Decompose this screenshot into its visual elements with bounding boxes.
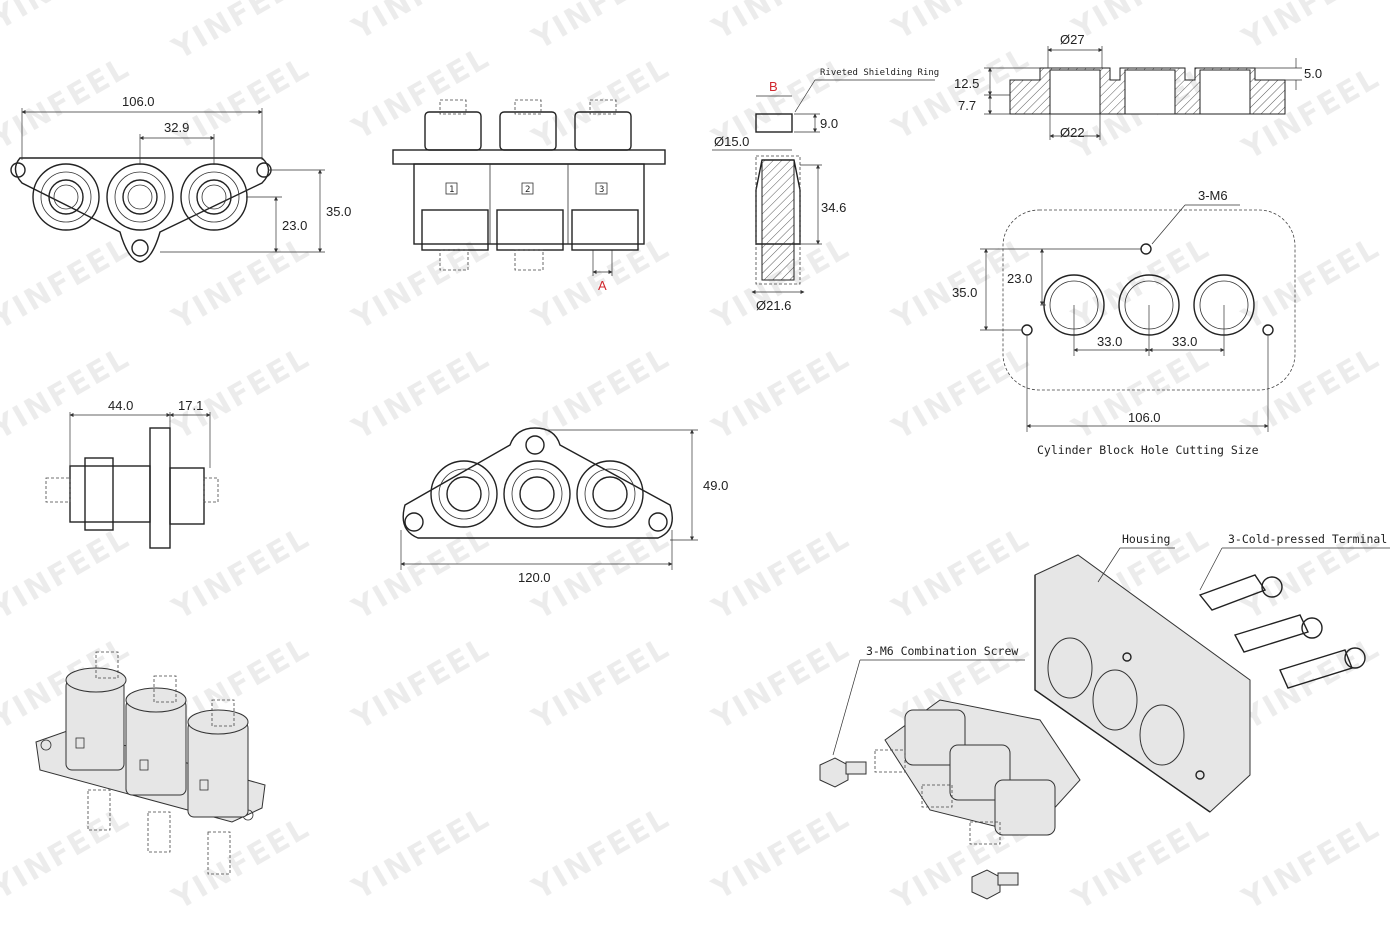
terminal-label: 3-Cold-pressed Terminal	[1228, 532, 1387, 546]
watermark: YINFEEL	[0, 50, 136, 157]
dim-side-flange: 17.1	[178, 398, 203, 413]
watermark: YINFEEL	[1066, 810, 1217, 917]
watermark: YINFEEL	[1236, 810, 1387, 917]
top-view: 1 2 3 A	[392, 99, 666, 293]
iso-connector-view	[35, 651, 266, 875]
top-view-number-3: 3	[599, 185, 604, 195]
watermark: YINFEEL	[706, 630, 857, 737]
watermark: YINFEEL	[1066, 0, 1217, 47]
front-flange-outline	[14, 157, 270, 263]
ring-detail: B Riveted Shielding Ring 9.0 Ø15.0 34.6 …	[712, 68, 939, 313]
dim-section-50: 5.0	[1304, 66, 1322, 81]
watermark: YINFEEL	[166, 520, 317, 627]
front-socket-1	[32, 163, 100, 231]
dim-section-125: 12.5	[954, 76, 979, 91]
watermark: YINFEEL	[346, 520, 497, 627]
watermark: YINFEEL	[166, 230, 317, 337]
watermark: YINFEEL	[346, 630, 497, 737]
watermark: YINFEEL	[346, 0, 497, 47]
dim-front-inner: 23.0	[282, 218, 307, 233]
watermark: YINFEEL	[1066, 340, 1217, 447]
watermark: YINFEEL	[706, 520, 857, 627]
dim-front-pitch: 32.9	[164, 120, 189, 135]
watermark: YINFEEL	[0, 230, 136, 337]
watermark: YINFEEL	[886, 0, 1037, 47]
dim-front-height: 35.0	[326, 204, 351, 219]
watermark: YINFEEL	[346, 800, 497, 907]
dim-rear-height: 49.0	[703, 478, 728, 493]
watermark: YINFEEL	[526, 340, 677, 447]
watermark: YINFEEL	[1066, 230, 1217, 337]
dim-ring-height: 9.0	[820, 116, 838, 131]
detail-label-a: A	[598, 278, 607, 293]
dim-ring-dia-bottom: Ø21.6	[756, 298, 791, 313]
dim-cut-350: 35.0	[952, 285, 977, 300]
front-view: 106.0 32.9 35.0 23.0	[10, 94, 351, 263]
hole-cutting-view: 3-M6 35.0 23.0 33.0 33.0 106.0 Cylinder …	[952, 188, 1296, 457]
watermark: YINFEEL	[166, 340, 317, 447]
watermark: YINFEEL	[0, 520, 136, 627]
watermark: YINFEEL	[166, 810, 317, 917]
dim-side-depth: 44.0	[108, 398, 133, 413]
dim-cut-230: 23.0	[1007, 271, 1032, 286]
top-view-number-2: 2	[525, 185, 530, 195]
dim-cut-330b: 33.0	[1172, 334, 1197, 349]
ring-label-b: B	[769, 79, 778, 94]
dim-section-77: 7.7	[958, 98, 976, 113]
watermark: YINFEEL	[526, 630, 677, 737]
watermark: YINFEEL	[346, 230, 497, 337]
watermark: YINFEEL	[346, 40, 497, 147]
dim-cut-1060: 106.0	[1128, 410, 1161, 425]
watermark: YINFEEL	[166, 50, 317, 157]
rear-socket-2	[503, 460, 571, 528]
rear-view: 49.0 120.0	[400, 427, 728, 585]
watermark: YINFEEL	[346, 340, 497, 447]
section-view: Ø27 Ø22 12.5 7.7 5.0	[954, 32, 1322, 140]
dim-section-d27: Ø27	[1060, 32, 1085, 47]
top-view-number-1: 1	[449, 185, 454, 195]
side-view: 44.0 17.1	[45, 398, 219, 549]
dim-ring-dia-top: Ø15.0	[714, 134, 749, 149]
watermark: YINFEEL	[526, 50, 677, 157]
watermark: YINFEEL	[886, 520, 1037, 627]
dim-cut-330a: 33.0	[1097, 334, 1122, 349]
watermark: YINFEEL	[0, 0, 136, 37]
exploded-assembly-view: Housing 3-Cold-pressed Terminal 3-M6 Com…	[819, 532, 1390, 900]
watermark: YINFEEL	[0, 800, 136, 907]
watermark: YINFEEL	[1236, 340, 1387, 447]
m6-screw-bottom	[971, 869, 1019, 900]
rear-socket-1	[430, 460, 498, 528]
watermark: YINFEEL	[1236, 230, 1387, 337]
dim-ring-length: 34.6	[821, 200, 846, 215]
dim-cut-m6: 3-M6	[1198, 188, 1228, 203]
watermark: YINFEEL	[526, 0, 677, 57]
housing-label: Housing	[1122, 532, 1170, 546]
rear-flange-outline	[402, 427, 673, 539]
dim-front-width: 106.0	[122, 94, 155, 109]
front-socket-3	[180, 163, 248, 231]
watermark: YINFEEL	[526, 800, 677, 907]
riveted-ring-label: Riveted Shielding Ring	[820, 68, 939, 78]
watermark: YINFEEL	[0, 340, 136, 447]
watermark: YINFEEL	[1236, 0, 1387, 57]
m6-screw-top	[819, 757, 867, 788]
watermark: YINFEEL	[1236, 630, 1387, 737]
watermark: YINFEEL	[706, 800, 857, 907]
watermark: YINFEEL	[706, 0, 857, 47]
cut-title: Cylinder Block Hole Cutting Size	[1037, 443, 1259, 457]
screw-label: 3-M6 Combination Screw	[866, 644, 1018, 658]
dim-rear-width: 120.0	[518, 570, 551, 585]
cold-pressed-terminals	[1198, 574, 1366, 689]
front-socket-2	[106, 163, 174, 231]
watermark: YINFEEL	[706, 340, 857, 447]
dim-section-d22: Ø22	[1060, 125, 1085, 140]
rear-socket-3	[576, 460, 644, 528]
watermark: YINFEEL	[886, 340, 1037, 447]
